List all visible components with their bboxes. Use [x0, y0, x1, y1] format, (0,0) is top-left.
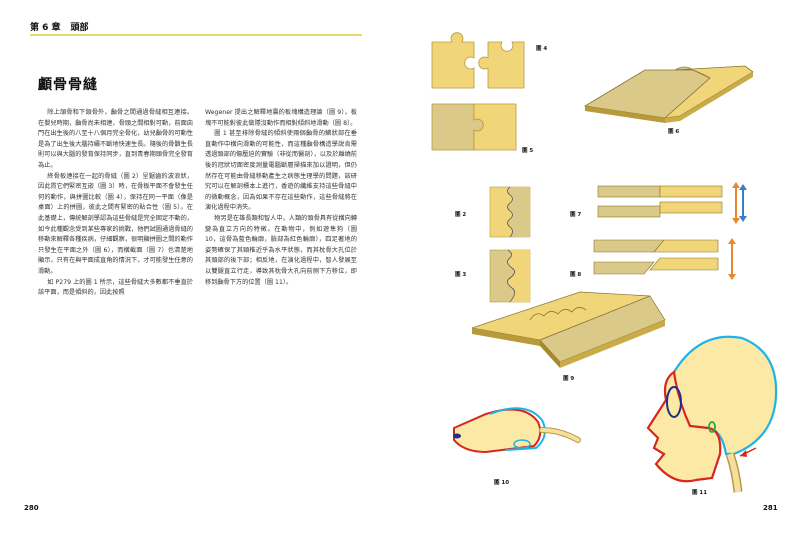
text-column-right: Wegener 提出之解釋地震的板塊構造理論（圖 9），板塊不可能對彼此做隱沒動…	[205, 108, 357, 288]
figure-2-label: 圖 2	[455, 212, 467, 218]
figure-7-label: 圖 7	[570, 212, 582, 218]
figure-5-puzzle-joined	[431, 103, 517, 151]
paragraph-3: 如 P279 上的圖 1 所示，這些骨縫大多數都不垂直於該平面，而是傾斜的，因此…	[38, 278, 193, 297]
figure-10-dog-skull	[453, 407, 581, 454]
text-column-left: 除上頜骨和下頜骨外，顱骨之間通過骨縫相互連接。在嬰兒時期，顱骨尚未相連，骨頭之間…	[38, 108, 193, 299]
figure-10-label: 圖 10	[494, 480, 510, 486]
paragraph-2: 終骨板連接在一起的骨縫（圖 2）呈鋸齒的波浪狀，因此貫它們緊密互嵌（圖 3）時，…	[38, 172, 193, 275]
figure-8-oblique-slide	[593, 238, 736, 280]
figure-6-puzzle-perspective	[583, 65, 754, 123]
figure-5-label: 圖 5	[522, 148, 534, 154]
figure-6-label: 圖 6	[668, 129, 680, 135]
figure-2-suture-wavy	[489, 186, 531, 238]
chapter-number: 第 6 章	[30, 23, 61, 33]
figure-3-suture-interlock	[489, 249, 531, 303]
figure-9-plate-tectonics	[471, 291, 666, 368]
chapter-header: 第 6 章 頭部	[30, 20, 89, 33]
figure-11-label: 圖 11	[692, 490, 708, 496]
header-rule	[30, 34, 362, 36]
figure-11-human-skull	[646, 335, 778, 493]
figure-8-label: 圖 8	[570, 272, 582, 278]
figure-7-cross-section	[597, 182, 747, 224]
page-number-right: 281	[763, 504, 778, 512]
chapter-section: 頭部	[70, 23, 89, 33]
paragraph-6: 物另是在雄長類和智人中，人類的頭骨具有從橫向轉變為直立方向的特徵。在動物中，例如…	[205, 214, 357, 286]
figure-4-puzzle-separate	[431, 32, 525, 89]
paragraph-1: 除上頜骨和下頜骨外，顱骨之間通過骨縫相互連接。在嬰兒時期，顱骨尚未相連，骨頭之間…	[38, 109, 193, 169]
figure-9-label: 圖 9	[563, 376, 575, 382]
paragraph-4: Wegener 提出之解釋地震的板塊構造理論（圖 9），板塊不可能對彼此做隱沒動…	[205, 109, 357, 127]
page-title: 顱骨骨縫	[38, 77, 98, 93]
figure-3-label: 圖 3	[455, 272, 467, 278]
figure-4-label: 圖 4	[536, 46, 548, 52]
paragraph-5: 圖 1 甚至排除骨縫的傾斜使兩個顱骨的鱗狀部在垂直動作中橫向滑動的可能性，而這種…	[205, 130, 357, 212]
page-number-left: 280	[24, 504, 39, 512]
